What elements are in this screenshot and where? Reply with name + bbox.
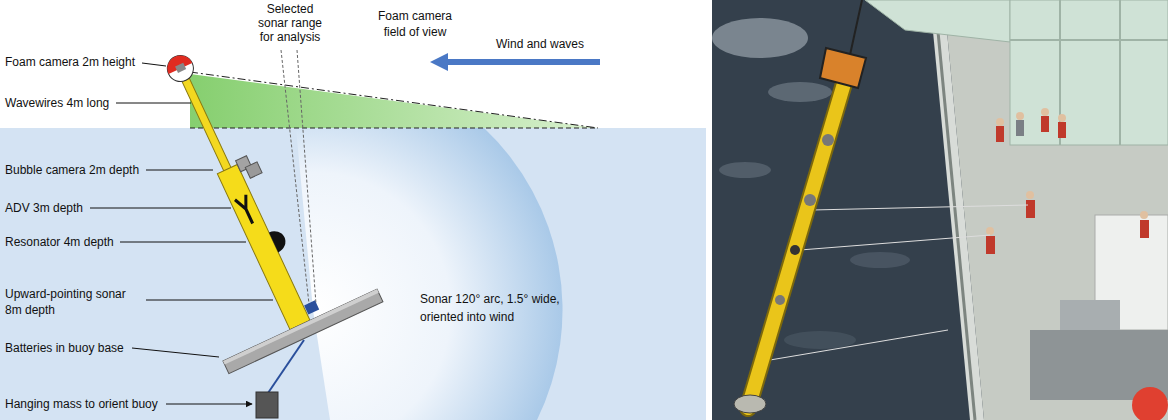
crane bbox=[1119, 0, 1121, 145]
photo-instrument bbox=[790, 245, 800, 255]
life-ring bbox=[1132, 387, 1168, 420]
water bbox=[0, 128, 706, 420]
part-label: Bubble camera 2m depth bbox=[5, 162, 139, 178]
crew bbox=[1041, 108, 1049, 116]
leader-lines bbox=[146, 170, 213, 171]
crane-cable bbox=[850, 0, 862, 55]
whitecap bbox=[850, 252, 910, 268]
wind-arrow bbox=[430, 53, 600, 71]
crew bbox=[1140, 211, 1148, 219]
part-label: Wavewires 4m long bbox=[5, 95, 109, 111]
sonar-fan bbox=[296, 128, 563, 420]
leader-lines bbox=[90, 208, 231, 209]
wavewire-rod bbox=[181, 77, 232, 175]
leader-lines bbox=[146, 300, 273, 301]
crew bbox=[1016, 120, 1024, 136]
tag-line bbox=[812, 205, 1028, 210]
sea bbox=[712, 0, 1168, 420]
photo-buoy bbox=[748, 70, 848, 408]
photo-instrument bbox=[775, 295, 785, 305]
view-line bbox=[190, 128, 598, 129]
crew bbox=[1041, 116, 1049, 132]
crane bbox=[1010, 39, 1168, 41]
photo-buoy-top bbox=[820, 48, 866, 88]
whitecap bbox=[784, 331, 856, 349]
photo-buoy bbox=[748, 70, 848, 408]
sonar-transducer bbox=[304, 300, 319, 314]
wind-note: Wind and waves bbox=[496, 36, 584, 52]
crew bbox=[1016, 112, 1024, 120]
ship-rail bbox=[935, 0, 975, 420]
crew bbox=[1026, 191, 1034, 199]
crane bbox=[1010, 0, 1168, 145]
crew bbox=[986, 227, 994, 235]
sonar-note: Sonar 120° arc, 1.5° wide, oriented into… bbox=[420, 290, 595, 326]
leader-lines bbox=[132, 348, 219, 357]
sonar-range-line bbox=[281, 50, 309, 304]
buoy-pole bbox=[217, 164, 310, 329]
crew bbox=[986, 236, 995, 254]
whitecap bbox=[719, 162, 771, 178]
crew bbox=[1140, 220, 1149, 238]
adv-symbol bbox=[235, 195, 258, 226]
bubble-camera bbox=[245, 162, 262, 178]
tag-line bbox=[770, 330, 948, 360]
resonator bbox=[269, 227, 289, 252]
deck-machinery bbox=[1060, 300, 1120, 330]
ship-deck bbox=[944, 0, 1168, 420]
view-note: Foam camera field of view bbox=[372, 8, 458, 40]
foam-camera bbox=[175, 63, 186, 73]
crew bbox=[1058, 114, 1066, 122]
photo-instrument bbox=[822, 134, 834, 146]
photo-buoy-base bbox=[734, 395, 766, 413]
crew bbox=[996, 118, 1004, 126]
photo-instrument bbox=[804, 194, 816, 206]
deployment-photo bbox=[712, 0, 1168, 420]
leader-lines bbox=[116, 103, 191, 104]
leader-lines bbox=[142, 63, 166, 66]
buoy bbox=[98, 21, 383, 374]
range-note: Selected sonar range for analysis bbox=[254, 2, 326, 44]
crew bbox=[996, 126, 1004, 142]
foam-camera bbox=[163, 51, 198, 86]
crew bbox=[1026, 200, 1035, 218]
part-label: Batteries in buoy base bbox=[5, 340, 124, 356]
foam-camera bbox=[163, 51, 192, 74]
crew bbox=[986, 108, 1149, 254]
whitecap bbox=[712, 18, 808, 58]
sonar-fan bbox=[296, 128, 563, 420]
sonar-range-line bbox=[297, 50, 316, 304]
tag-line bbox=[800, 235, 990, 250]
hanging-mass bbox=[256, 392, 278, 418]
camera-field-of-view bbox=[190, 74, 598, 128]
leader-lines bbox=[120, 242, 246, 243]
part-label: ADV 3m depth bbox=[5, 200, 83, 216]
whitecap bbox=[768, 82, 832, 102]
crane-boom bbox=[865, 0, 1010, 42]
crew bbox=[1058, 122, 1066, 138]
view-line bbox=[190, 72, 598, 128]
part-label: Foam camera 2m height bbox=[5, 54, 135, 70]
part-label: Resonator 4m depth bbox=[5, 234, 114, 250]
leader-lines bbox=[166, 404, 252, 405]
part-label: Upward-pointing sonar 8m depth bbox=[5, 286, 145, 318]
part-label: Hanging mass to orient buoy bbox=[5, 396, 158, 412]
buoy-base bbox=[223, 289, 383, 374]
